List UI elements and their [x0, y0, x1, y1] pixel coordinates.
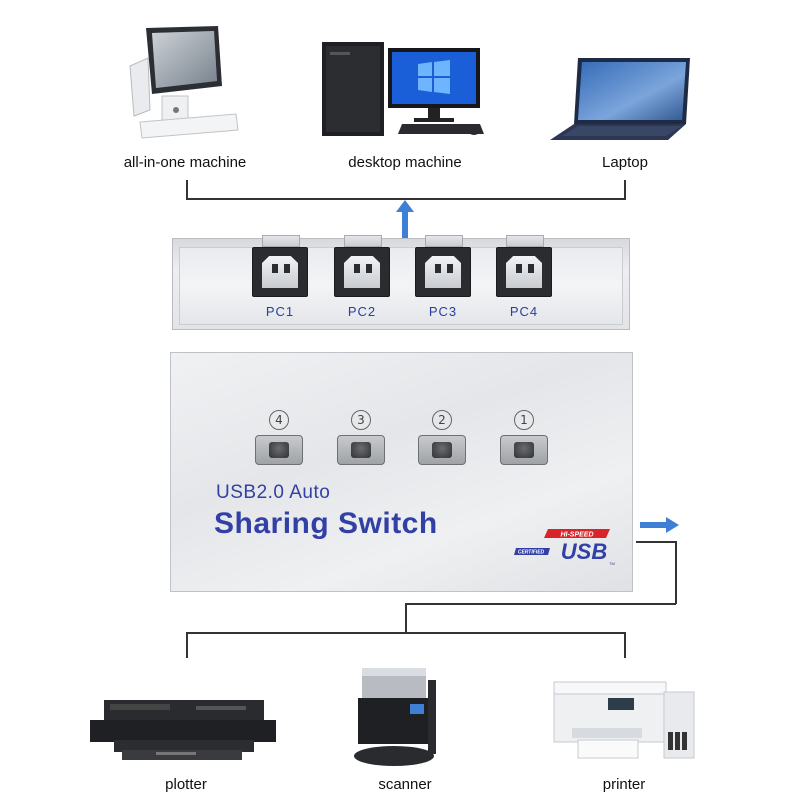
desktop-machine-icon [322, 42, 484, 136]
up-arrow-icon [396, 200, 414, 240]
device-label-scanner: scanner [378, 776, 432, 793]
front-panel [170, 352, 633, 592]
port-label-pc1: PC1 [265, 304, 295, 319]
switch-button-2 [418, 435, 466, 465]
button-number-2: 2 [432, 410, 452, 430]
device-label-laptop: Laptop [602, 154, 648, 171]
device-label-printer: printer [602, 776, 646, 793]
usb-b-port-pc3 [415, 235, 471, 297]
right-connector-vertical [675, 541, 677, 604]
usb-b-port-pc4 [496, 235, 552, 297]
switch-button-3 [337, 435, 385, 465]
top-bracket-left [186, 180, 188, 199]
usb-logo-side-text: CERTIFIED [518, 550, 545, 556]
port-label-pc2: PC2 [347, 304, 377, 319]
usb-logo-top-text: HI-SPEED [560, 532, 593, 539]
usb-b-port-pc1 [252, 235, 308, 297]
device-label-all-in-one: all-in-one machine [123, 154, 247, 171]
right-connector-top [636, 541, 676, 543]
right-arrow-icon [640, 517, 679, 533]
port-label-pc4: PC4 [509, 304, 539, 319]
device-label-plotter: plotter [165, 776, 207, 793]
center-connector-vertical [405, 603, 407, 633]
product-title: Sharing Switch [214, 507, 438, 540]
all-in-one-machine-icon [129, 26, 239, 139]
switch-button-4 [255, 435, 303, 465]
top-bracket-right [624, 180, 626, 199]
usb-logo-main-text: USB [561, 539, 608, 564]
rear-panel [172, 238, 630, 330]
button-number-4: 4 [269, 410, 289, 430]
button-number-3: 3 [351, 410, 371, 430]
scanner-icon [354, 668, 436, 766]
printer-icon [553, 681, 695, 759]
usb-hi-speed-logo: HI-SPEED CERTIFIED USB TM [514, 529, 615, 566]
usb-b-port-pc2 [334, 235, 390, 297]
usb-logo-tm: TM [609, 561, 615, 566]
plotter-icon [90, 700, 276, 760]
bottom-bracket-right [624, 632, 626, 658]
bottom-bracket-left [186, 632, 188, 658]
port-label-pc3: PC3 [428, 304, 458, 319]
laptop-icon [550, 58, 690, 140]
device-label-desktop: desktop machine [348, 154, 462, 171]
button-number-1: 1 [514, 410, 534, 430]
product-subtitle: USB2.0 Auto [216, 482, 331, 503]
switch-button-1 [500, 435, 548, 465]
top-bracket-horizontal [186, 198, 626, 200]
right-connector-bottom [405, 603, 676, 605]
bottom-bracket-horizontal [186, 632, 626, 634]
